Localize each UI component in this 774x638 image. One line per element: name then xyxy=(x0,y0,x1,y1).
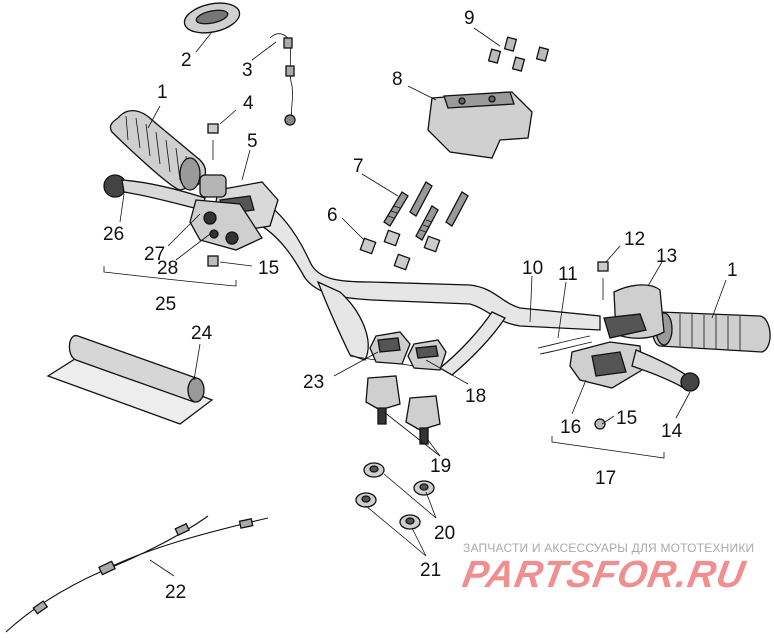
cover-fasteners xyxy=(487,36,550,72)
group-brackets xyxy=(103,266,665,459)
callout-5: 5 xyxy=(247,131,258,152)
callout-7: 7 xyxy=(353,156,364,177)
callout-14: 14 xyxy=(661,421,683,442)
callout-27: 27 xyxy=(144,244,165,265)
clip-4 xyxy=(207,123,219,134)
clip-12 xyxy=(597,261,609,272)
callout-21: 21 xyxy=(420,560,441,581)
switch-wire xyxy=(269,33,296,126)
throttle-cable xyxy=(5,515,269,633)
handlebar xyxy=(254,198,601,376)
watermark-logo: PARTSFOR.RU xyxy=(459,554,749,596)
callout-1-right: 1 xyxy=(727,260,738,281)
callout-17: 17 xyxy=(595,468,616,489)
handlebar-cover xyxy=(427,91,533,159)
callout-28: 28 xyxy=(157,258,178,279)
callout-18: 18 xyxy=(465,386,486,407)
handlebar-pad xyxy=(46,335,214,425)
wire-bundle xyxy=(537,335,591,349)
callout-1-left: 1 xyxy=(157,82,168,103)
leader-lines xyxy=(119,27,727,577)
callout-9: 9 xyxy=(464,8,475,29)
callout-23: 23 xyxy=(303,372,324,393)
washers xyxy=(355,462,435,530)
callout-labels: 1 1 2 3 4 5 6 7 8 9 10 11 12 13 14 15 15… xyxy=(103,8,738,603)
watermark-caption: ЗАПЧАСТИ И АКСЕССУАРЫ ДЛЯ МОТОТЕХНИКИ xyxy=(463,541,755,555)
callout-24: 24 xyxy=(191,323,213,344)
callout-3: 3 xyxy=(242,60,253,81)
risers xyxy=(365,375,441,445)
callout-15-right: 15 xyxy=(616,408,637,429)
throttle-housing xyxy=(603,284,665,339)
callout-19: 19 xyxy=(430,456,451,477)
left-brake-lever xyxy=(103,174,263,251)
clip-15-right xyxy=(594,418,606,430)
callout-4: 4 xyxy=(243,93,254,114)
upper-clamps xyxy=(369,331,447,371)
clip-15-left xyxy=(207,255,219,267)
wire-bundle-2 xyxy=(539,341,593,355)
callout-12: 12 xyxy=(624,229,645,250)
left-grip xyxy=(109,110,207,191)
clamp-nuts xyxy=(359,229,441,271)
callout-6: 6 xyxy=(327,205,338,226)
callout-8: 8 xyxy=(392,69,403,90)
callout-10: 10 xyxy=(522,258,543,279)
callout-2: 2 xyxy=(181,50,192,71)
right-grip xyxy=(651,311,771,353)
callout-11: 11 xyxy=(558,264,578,285)
callout-16: 16 xyxy=(560,417,581,438)
callout-15-left: 15 xyxy=(258,258,279,279)
clamp-bolts xyxy=(383,181,469,241)
switch-button xyxy=(183,2,241,34)
callout-13: 13 xyxy=(656,246,677,267)
callout-26: 26 xyxy=(103,224,124,245)
right-brake-lever xyxy=(569,341,700,392)
callout-20: 20 xyxy=(434,523,455,544)
callout-22: 22 xyxy=(165,582,186,603)
callout-25: 25 xyxy=(155,294,176,315)
